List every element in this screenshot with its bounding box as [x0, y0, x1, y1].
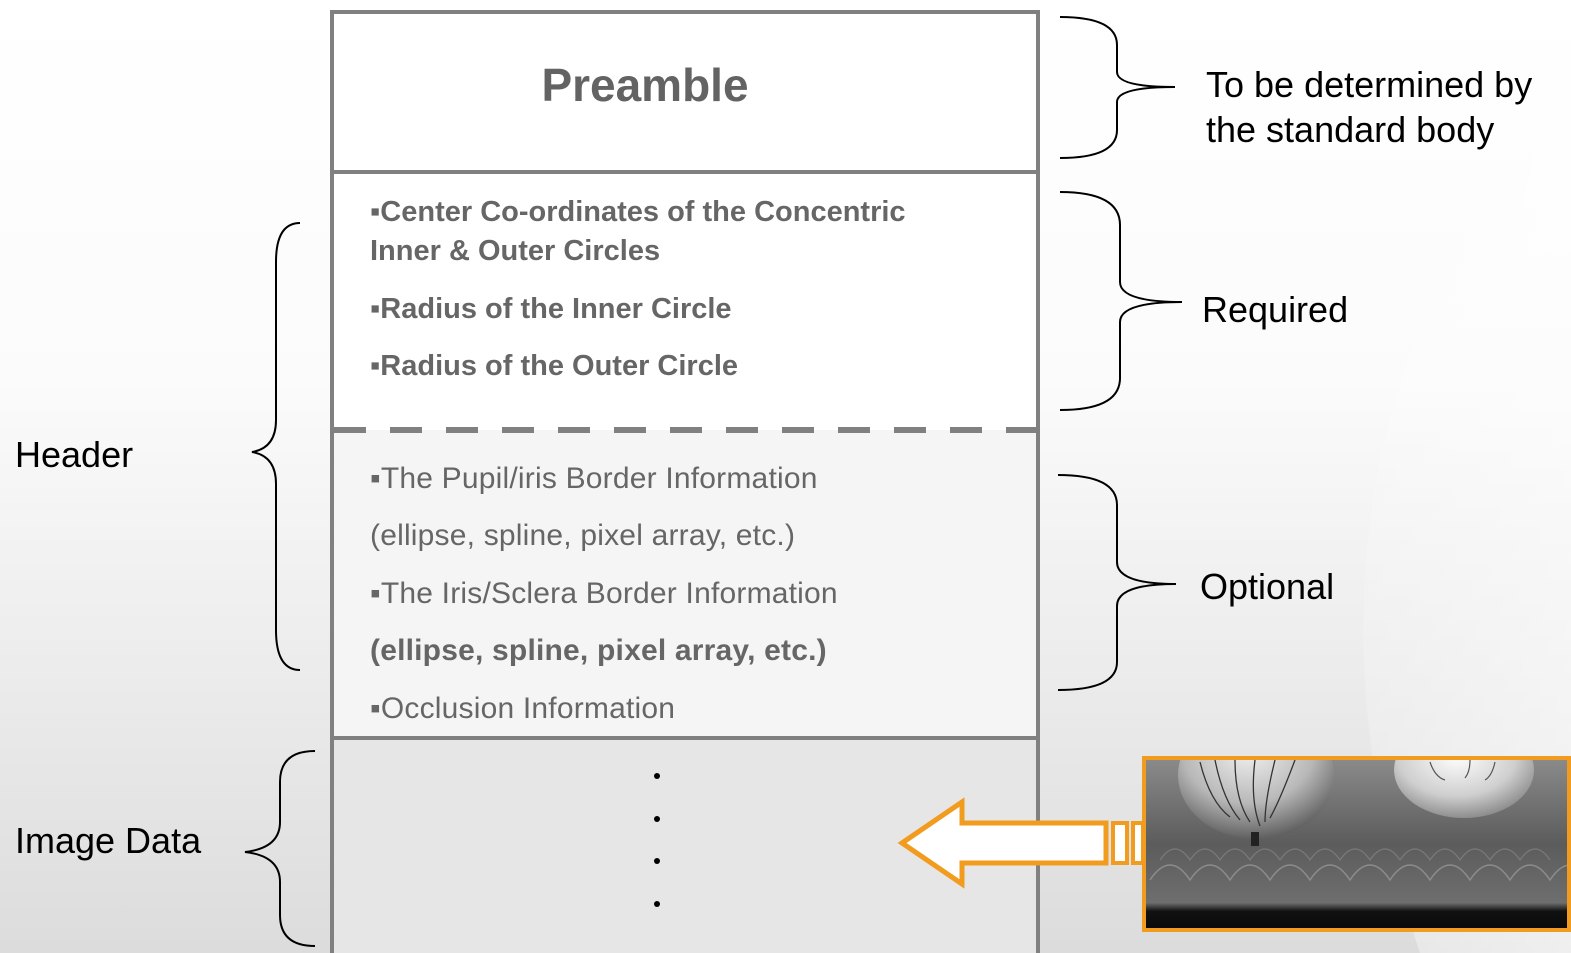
preamble-title: Preamble [541, 59, 749, 111]
optional-item-iris-sclera: ▪The Iris/Sclera Border Information [370, 577, 838, 610]
standard-body-label-line2: the standard body [1206, 109, 1495, 150]
brace-image-data [244, 750, 316, 947]
header-label: Header [15, 434, 134, 475]
required-item-outer-radius: ▪Radius of the Outer Circle [370, 350, 739, 382]
image-data-label: Image Data [15, 820, 202, 861]
brace-optional [1057, 474, 1177, 691]
optional-item-iris-sclera-formats: (ellipse, spline, pixel array, etc.) [370, 634, 827, 667]
standard-body-label-line1: To be determined by [1206, 64, 1533, 105]
optional-label: Optional [1200, 566, 1335, 607]
ellipsis-dot [654, 858, 660, 864]
ellipsis-dot [654, 901, 660, 907]
required-item-inner-radius: ▪Radius of the Inner Circle [370, 293, 732, 325]
brace-header [251, 222, 301, 671]
brace-preamble [1059, 16, 1176, 159]
ellipsis-dot [654, 816, 660, 822]
required-item-center-coordinates: ▪Center Co-ordinates of the Concentric [370, 196, 906, 228]
optional-item-pupil-iris: ▪The Pupil/iris Border Information [370, 462, 818, 495]
optional-item-pupil-iris-formats: (ellipse, spline, pixel array, etc.) [370, 519, 796, 552]
required-item-center-coordinates-cont: Inner & Outer Circles [370, 235, 661, 267]
required-label: Required [1202, 289, 1349, 330]
arrow-left-icon [897, 797, 1145, 889]
optional-item-occlusion: ▪Occlusion Information [370, 692, 676, 725]
ellipsis-dot [654, 773, 660, 779]
iris-image [1142, 756, 1571, 932]
brace-required [1059, 191, 1183, 411]
optional-region [334, 430, 1036, 736]
